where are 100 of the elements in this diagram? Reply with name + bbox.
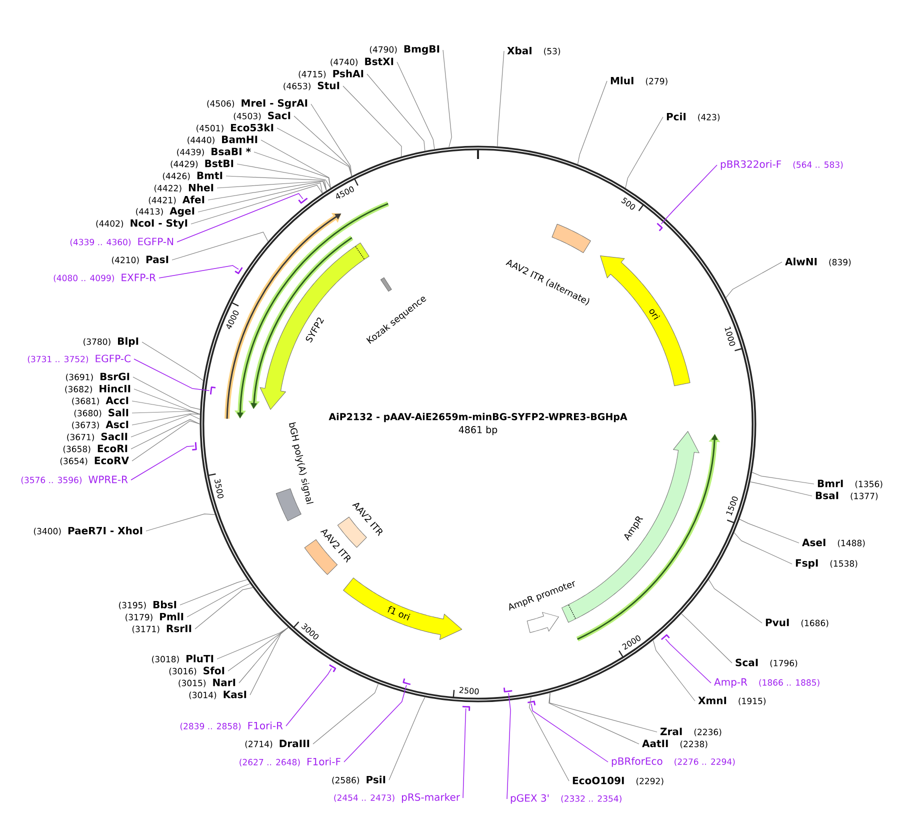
leader-line [726,262,782,298]
primer-label: (3576 .. 3596) WPRE-R [21,476,128,484]
site-label: (4210) PasI [112,256,168,264]
site-label: (4422) NheI [154,184,214,192]
leader-line [134,358,210,391]
tick-label: 2500 [459,687,479,694]
site-label: (2714) DraIII [245,740,310,748]
primer-label: (2454 .. 2473) pRS-marker [334,793,460,803]
site-label: (4790) BmgBI [370,45,440,55]
leader-line [254,152,331,188]
primer-label: (3731 .. 3752) EGFP-C [28,354,130,364]
leader-line [442,50,452,148]
leader-line [734,532,792,564]
site-label: EcoO109I (2292) [572,776,664,786]
primer-label: (2627 .. 2648) F1ori-F [240,758,340,766]
site-label: (3400) PaeR7I - XhoI [34,526,142,536]
leader-line [286,668,332,726]
leader-line [752,472,814,484]
site-label: (3018) PluTI [152,654,214,664]
primer-mark [210,386,216,394]
site-label: PciI (423) [666,112,720,122]
leader-line [198,182,323,212]
leader-line [146,514,216,532]
site-label: (3171) RsrII [132,624,192,634]
leader-line [130,446,195,480]
leader-line [130,414,200,438]
leader-line [132,420,200,462]
leader-line [176,193,304,242]
leader-line [549,692,658,732]
site-label: (4506) MreI - SgrAI [207,99,308,109]
site-label: (4501) Eco53kI [196,124,274,132]
leader-line [506,692,511,800]
site-label: (3682) HincII [65,384,130,394]
site-label: (3673) AscI [72,420,128,430]
primer-mark [462,706,470,711]
site-label: (4426) BmtI [162,172,222,180]
leader-line [216,180,327,191]
leader-line [130,419,200,450]
site-label: ZraI (2236) [660,728,722,736]
leader-line [396,62,435,150]
site-label: (4740) BstXI [330,58,394,66]
leader-line [462,708,466,798]
leader-line [342,86,402,157]
site-label: (3658) EcoRI [63,444,128,454]
leader-line [739,518,800,544]
tick-label: 1500 [726,496,738,516]
leader-line [708,579,762,624]
primer-label: Amp-R (1866 .. 1885) [714,678,820,688]
leader-line [236,164,331,188]
site-label: (4421) AfeI [148,196,204,204]
leader-line [388,696,426,780]
leader-line [142,342,204,381]
primer-label: pBRforEco (2276 .. 2294) [612,757,735,767]
feature-label: bGH poly(A) signal [288,422,314,504]
site-label: (4413) AgeI [136,207,194,217]
leader-line [530,703,608,762]
leader-line [194,587,254,630]
site-label: (3681) AccI [72,396,128,406]
primer-label: (4339 .. 4360) EGFP-N [70,238,174,246]
site-label: (3780) BlpI [84,337,138,347]
site-label: XbaI (53) [507,46,560,56]
leader-line [172,232,268,260]
site-label: (4440) BamHI [188,136,258,144]
leader-line [190,184,323,224]
site-label: (3671) SacII [67,432,128,442]
leader-line [132,410,200,415]
leader-line [294,116,352,176]
leader-line [312,684,379,744]
site-label: (4439) BsaBI * [177,148,251,156]
site-label: (4429) BstBI [170,160,234,168]
site-label: (3195) BbsI [119,600,176,610]
leader-line [228,627,288,672]
site-label: (3179) PmlI [126,612,184,622]
site-label: XmnI (1915) [698,696,766,706]
leader-line [577,80,608,164]
leader-line [216,627,288,660]
leader-line [344,684,407,762]
primer-mark [192,442,197,451]
primer-mark [503,688,512,692]
primer-mark [329,664,336,672]
leader-line [750,482,812,496]
leader-line [652,640,696,702]
leader-line [132,376,200,410]
leader-line [180,579,248,606]
site-label: (4402) NcoI - StyI [96,219,188,229]
site-label: (4653) StuI [284,82,340,90]
primer-mark [656,222,663,232]
site-label: (4503) SacI [234,112,290,120]
site-label: AatII (2238) [642,740,708,748]
tick-label: 500 [621,197,636,210]
leader-line [310,104,352,176]
site-label: BmrI (1356) [818,480,882,488]
site-label: (3691) BsrGI [66,372,130,382]
leader-line [548,692,640,744]
site-label: (2586) PsiI [332,776,386,784]
leader-line [276,128,352,176]
leader-line [260,140,331,188]
leader-line [250,627,288,696]
leader-line [366,74,426,152]
leader-line [625,116,664,188]
